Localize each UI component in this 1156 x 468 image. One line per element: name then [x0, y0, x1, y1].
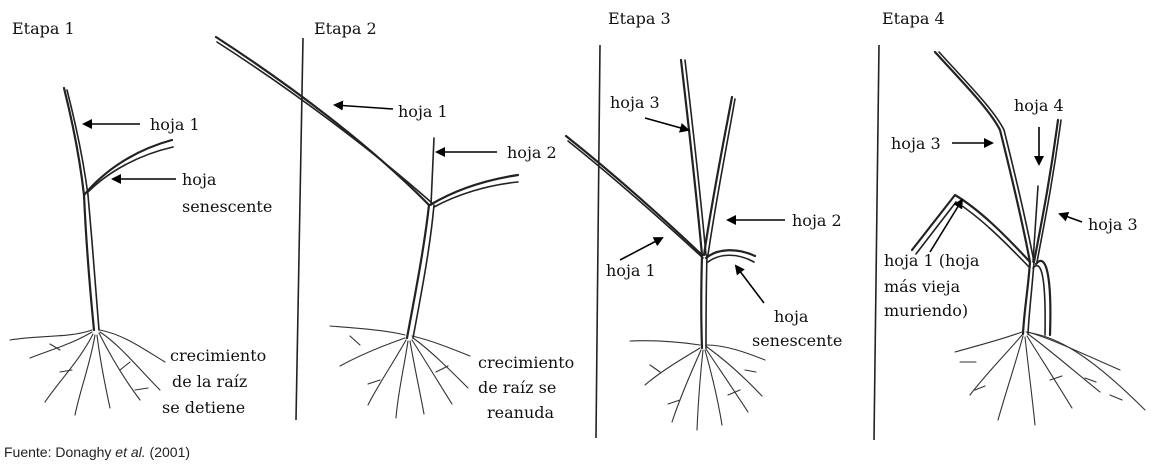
stage-3-roots	[630, 341, 765, 430]
stage-2-roots	[330, 326, 470, 418]
stage-1-label-leaf-1: hoja 1	[150, 115, 200, 134]
stage-4-label-leaf-3-left: hoja 3	[891, 134, 941, 153]
separator-line-2	[596, 45, 600, 438]
stage-1-label-root-3: se detiene	[162, 398, 245, 417]
source-suffix: (2001)	[146, 444, 190, 460]
stage-1-label-root-1: crecimiento	[170, 346, 266, 365]
stage-1-label-root-2: de la raíz	[172, 372, 247, 391]
stage-3: Etapa 3	[566, 9, 842, 430]
stage-3-label-leaf-1: hoja 1	[606, 261, 656, 280]
separator-line-3	[874, 45, 879, 440]
stage-2: Etapa 2 hoja 1 hoja 2	[216, 19, 574, 422]
stage-2-label-root-2: de raíz se	[478, 378, 556, 397]
stage-3-stem	[701, 255, 702, 348]
stage-4-senescent-leaf	[1036, 261, 1050, 335]
stage-4-roots	[955, 332, 1145, 425]
source-etal: et al.	[115, 444, 145, 460]
stage-1: Etapa 1 hoja 1 hoja sene	[10, 19, 272, 417]
stage-1-roots	[10, 330, 165, 415]
stage-1-senescent-leaf	[84, 140, 172, 195]
stage-3-senescent-leaf	[706, 250, 755, 258]
stage-2-leaf-2	[431, 138, 434, 205]
stage-1-label-senescent-1: hoja	[182, 170, 217, 189]
stage-2-label-root-3: reanuda	[487, 403, 555, 422]
stage-3-label-senescent-1: hoja	[774, 307, 809, 326]
stage-2-label-root-1: crecimiento	[478, 353, 574, 372]
stage-3-label-leaf-3: hoja 3	[610, 93, 660, 112]
stage-3-label-senescent-2: senescente	[752, 331, 842, 350]
stage-1-label-senescent-2: senescente	[182, 197, 272, 216]
stage-4-title: Etapa 4	[882, 9, 945, 28]
stage-4-label-leaf-1-line-1: hoja 1 (hoja	[884, 251, 980, 270]
stage-2-label-leaf-2: hoja 2	[507, 143, 557, 162]
stage-4: Etapa 4	[882, 9, 1145, 425]
stage-4-label-leaf-3-right: hoja 3	[1088, 215, 1138, 234]
stage-3-title: Etapa 3	[608, 9, 671, 28]
stage-4-label-leaf-4: hoja 4	[1014, 96, 1064, 115]
source-prefix: Fuente: Donaghy	[4, 444, 115, 460]
stage-3-leaf-2	[704, 97, 732, 255]
stage-2-title: Etapa 2	[314, 19, 377, 38]
source-caption: Fuente: Donaghy et al. (2001)	[4, 444, 190, 460]
stage-1-leaf-1	[64, 88, 84, 195]
stage-4-label-leaf-1-line-2: más vieja	[884, 277, 961, 296]
stage-1-title: Etapa 1	[12, 19, 75, 38]
stage-3-label-leaf-2: hoja 2	[792, 211, 842, 230]
stage-4-label-leaf-1-line-3: muriendo)	[884, 301, 968, 320]
stage-4-leaf-3-left	[935, 52, 1030, 262]
stage-2-label-leaf-1: hoja 1	[398, 102, 448, 121]
stage-3-leaf-3	[681, 60, 702, 255]
